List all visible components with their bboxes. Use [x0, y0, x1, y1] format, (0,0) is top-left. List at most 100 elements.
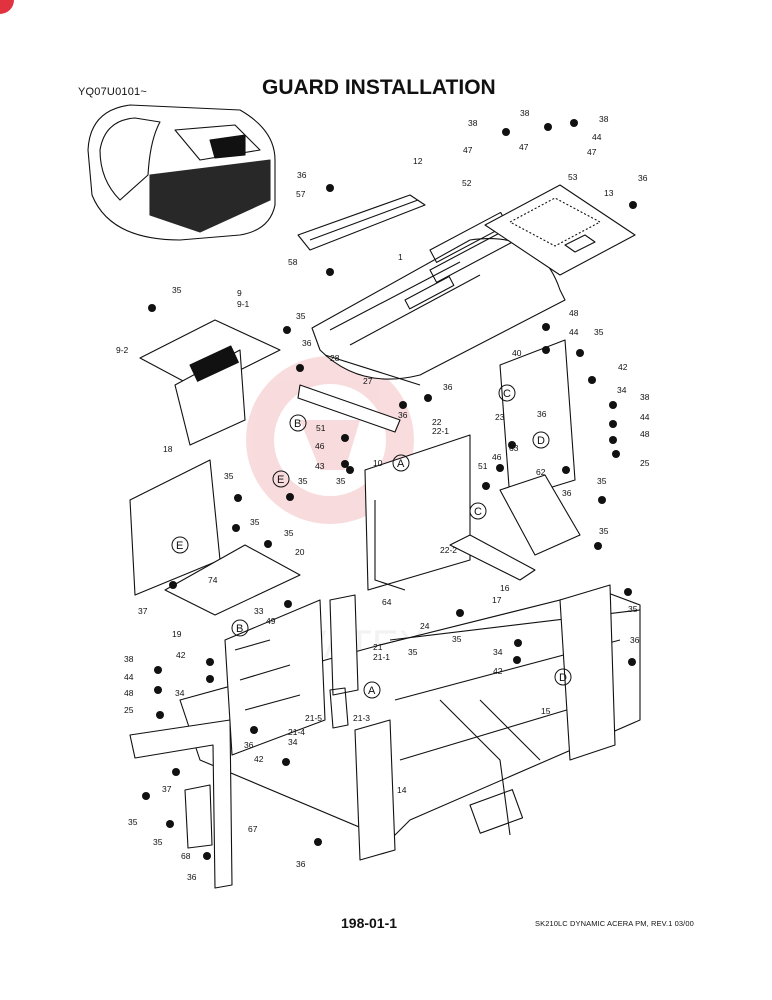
- part-label: 38: [520, 108, 530, 118]
- callout-a-lower: A: [368, 685, 376, 697]
- part-label: 35: [296, 311, 306, 321]
- lower-frame-part: [179, 584, 641, 861]
- part-label: 22-1: [432, 426, 449, 436]
- part-labels: 38 38 38 44 47 47 47 52 53 13 36 12 36 5…: [116, 108, 650, 882]
- part-label: 33: [254, 606, 264, 616]
- part-label: 24: [420, 621, 430, 631]
- part-label: 21-1: [373, 652, 390, 662]
- part-label: 57: [296, 189, 306, 199]
- part-label: 36: [187, 872, 197, 882]
- part-label: 38: [599, 114, 609, 124]
- part-label: 21-5: [305, 713, 322, 723]
- part-label: 1: [398, 252, 403, 262]
- center-panel-part: [364, 434, 471, 591]
- part-label: 35: [628, 604, 638, 614]
- part-label: 46: [315, 441, 325, 451]
- part-label: 51: [316, 423, 326, 433]
- control-box-part: [224, 599, 326, 756]
- part-label: 21: [373, 642, 383, 652]
- part-label: 42: [618, 362, 628, 372]
- part-label: 36: [244, 740, 254, 750]
- revision-text: SK210LC DYNAMIC ACERA PM, REV.1 03/00: [535, 919, 694, 928]
- grille-panel-part: [484, 184, 636, 276]
- top-cover-part: [297, 194, 426, 251]
- part-label: 35: [153, 837, 163, 847]
- part-label: 21-4: [288, 727, 305, 737]
- part-label: 35: [408, 647, 418, 657]
- part-label: 37: [162, 784, 172, 794]
- callout-c-mid: C: [474, 506, 482, 518]
- part-label: 35: [452, 634, 462, 644]
- part-label: 38: [468, 118, 478, 128]
- part-label: 47: [587, 147, 597, 157]
- callout-c-right: C: [503, 388, 511, 400]
- part-label: 38: [124, 654, 134, 664]
- part-label: 35: [172, 285, 182, 295]
- part-label: 47: [463, 145, 473, 155]
- page-title: GUARD INSTALLATION: [262, 76, 496, 99]
- box-part-62: [499, 474, 581, 556]
- part-label: 62: [536, 467, 546, 477]
- part-label: 58: [288, 257, 298, 267]
- part-label: 46: [492, 452, 502, 462]
- part-label: 17: [492, 595, 502, 605]
- part-label: 43: [315, 461, 325, 471]
- part-label: 36: [443, 382, 453, 392]
- part-label: 42: [254, 754, 264, 764]
- callout-b-lower: B: [236, 623, 243, 635]
- part-label: 13: [604, 188, 614, 198]
- bracket-68: [184, 784, 213, 849]
- part-label: 44: [640, 412, 650, 422]
- part-label: 48: [124, 688, 134, 698]
- part-label: 64: [382, 597, 392, 607]
- part-label: 35: [128, 817, 138, 827]
- part-label: 36: [296, 859, 306, 869]
- callout-e-left: E: [176, 540, 183, 552]
- part-label: 36: [537, 409, 547, 419]
- part-label: 19: [172, 629, 182, 639]
- floor-plate-part: [164, 544, 301, 616]
- callout-e-top: E: [277, 474, 284, 486]
- part-label: 37: [138, 606, 148, 616]
- part-label: 38: [640, 392, 650, 402]
- part-label: 35: [250, 517, 260, 527]
- part-label: 34: [175, 688, 185, 698]
- callout-d-right: D: [537, 435, 545, 447]
- part-label: 25: [124, 705, 134, 715]
- part-label: 47: [519, 142, 529, 152]
- part-label: 22-2: [440, 545, 457, 555]
- part-label: 9-2: [116, 345, 129, 355]
- part-label: 67: [248, 824, 258, 834]
- part-label: 9: [237, 288, 242, 298]
- part-label: 18: [163, 444, 173, 454]
- diagram-code: YQ07U0101~: [78, 86, 147, 98]
- part-label: 12: [413, 156, 423, 166]
- part-label: 48: [640, 429, 650, 439]
- part-label: 34: [288, 737, 298, 747]
- callout-b-top: B: [294, 418, 301, 430]
- part-label: 40: [512, 348, 522, 358]
- part-label: 15: [541, 706, 551, 716]
- part-label: 9-1: [237, 299, 250, 309]
- part-label: 51: [478, 461, 488, 471]
- part-label: 74: [208, 575, 218, 585]
- part-label: 16: [500, 583, 510, 593]
- part-label: 35: [597, 476, 607, 486]
- part-label: 36: [638, 173, 648, 183]
- part-label: 35: [284, 528, 294, 538]
- part-label: 44: [124, 672, 134, 682]
- part-label: 34: [617, 385, 627, 395]
- part-label: 36: [297, 170, 307, 180]
- part-label: 21-3: [353, 713, 370, 723]
- part-label: 36: [630, 635, 640, 645]
- part-label: 36: [302, 338, 312, 348]
- left-panel-part: [139, 319, 281, 446]
- part-label: 52: [462, 178, 472, 188]
- part-label: 44: [592, 132, 602, 142]
- hood-cover-part: [311, 211, 566, 386]
- left-frame-part: [129, 719, 233, 889]
- part-label: 28: [330, 353, 340, 363]
- operator-cab-illustration: [87, 104, 276, 241]
- part-label: 48: [569, 308, 579, 318]
